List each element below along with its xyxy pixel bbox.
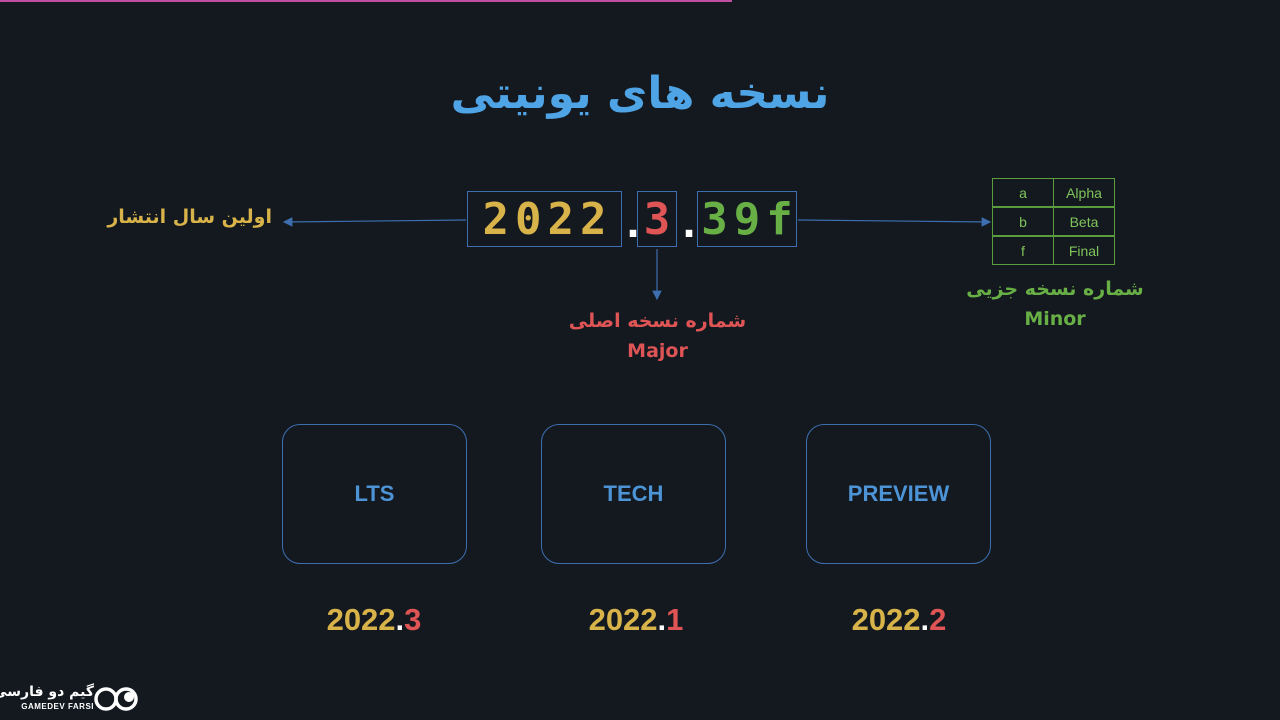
suffix-key: f [992,235,1054,265]
version-year: 2022 [851,602,921,637]
version-major: 1 [666,602,684,637]
suffix-value: Final [1053,235,1115,265]
version-minor-box: 39f [697,191,797,247]
minor-arrow [797,217,992,227]
logo-text-fa: گیم دو فارسی [0,684,94,700]
suffix-key: b [992,206,1054,237]
version-year: 2022 [588,602,658,637]
top-accent-bar [0,0,732,2]
year-label: اولین سال انتشار [107,206,272,228]
suffix-row: f Final [992,235,1115,265]
version-major: 2 [929,602,947,637]
suffix-table: a Alpha b Beta f Final [992,178,1115,265]
gamedev-farsi-logo: گیم دو فارسی GAMEDEV FARSI [0,684,142,714]
major-label: شماره نسخه اصلی Major [540,306,775,366]
suffix-row: a Alpha [992,178,1115,208]
stream-version-tech: 2022.1 [536,602,736,638]
stream-name: LTS [354,481,395,506]
suffix-row: b Beta [992,206,1115,237]
stream-card-lts: LTS [282,424,467,564]
version-major-box: 3 [637,191,677,247]
logo-text-en: GAMEDEV FARSI [21,702,94,711]
version-year-box: 2022 [467,191,622,247]
year-arrow [282,217,467,227]
stream-card-tech: TECH [541,424,726,564]
stream-version-lts: 2022.3 [274,602,474,638]
stream-version-preview: 2022.2 [799,602,999,638]
version-dot: . [920,602,930,637]
page-title: نسخه های یونیتی [450,68,830,119]
minor-label-fa: شماره نسخه جزیی [966,278,1144,300]
logo-mark-icon [94,687,138,711]
major-label-en: Major [627,340,688,362]
suffix-value: Beta [1053,206,1115,237]
major-label-fa: شماره نسخه اصلی [568,310,747,332]
version-year: 2022 [326,602,396,637]
suffix-key: a [992,178,1054,208]
suffix-value: Alpha [1053,178,1115,208]
stream-name: TECH [603,481,664,506]
stream-card-preview: PREVIEW [806,424,991,564]
stream-name: PREVIEW [847,481,950,506]
version-dot: . [395,602,405,637]
minor-label: شماره نسخه جزیی Minor [940,274,1170,334]
version-dot: . [657,602,667,637]
minor-label-en: Minor [1024,308,1086,330]
version-major: 3 [404,602,422,637]
